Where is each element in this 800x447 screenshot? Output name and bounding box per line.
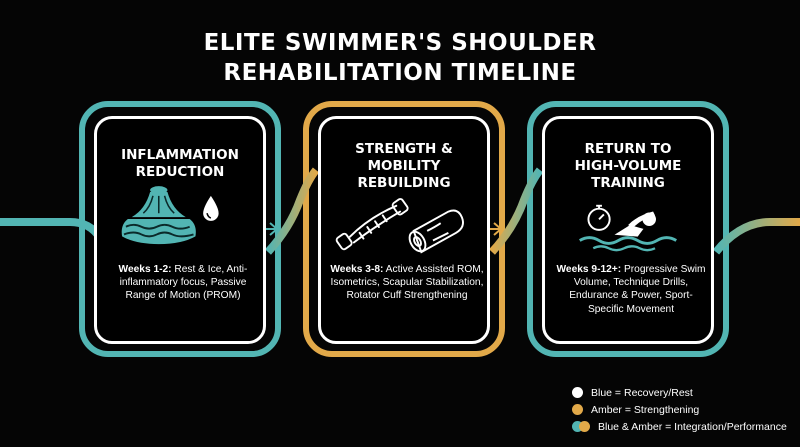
amber-dot-icon <box>579 421 590 432</box>
title-line: REHABILITATION TIMELINE <box>223 60 577 86</box>
phase-title-line: HIGH-VOLUME <box>574 158 682 174</box>
legend-item: Blue & Amber = Integration/Performance <box>572 418 787 435</box>
foam-roller-icon <box>408 209 464 254</box>
water-drop-icon <box>203 195 219 221</box>
phase-title: RETURN TO HIGH-VOLUME TRAINING <box>545 141 711 192</box>
legend-label: Blue & Amber = Integration/Performance <box>598 420 787 433</box>
swimmer-icon <box>614 211 656 237</box>
blue-dot-icon <box>572 421 583 432</box>
phase-description: Weeks 1-2: Rest & Ice, Anti-inflammatory… <box>105 263 261 303</box>
phase-weeks: Weeks 3-8: <box>330 264 384 275</box>
phase-title-line: TRAINING <box>591 175 665 191</box>
legend: Blue = Recovery/Rest Amber = Strengtheni… <box>572 384 787 435</box>
phase-title-line: REBUILDING <box>357 175 451 191</box>
phase-card-return: RETURN TO HIGH-VOLUME TRAINING Weeks 9-1… <box>542 116 714 344</box>
page-title: ELITE SWIMMER'S SHOULDER REHABILITATION … <box>0 28 800 88</box>
phase-title-line: REDUCTION <box>135 164 225 180</box>
legend-label: Amber = Strengthening <box>591 403 700 416</box>
phase-title: INFLAMMATION REDUCTION <box>97 147 263 181</box>
phase-title-line: MOBILITY <box>367 158 441 174</box>
title-line: ELITE SWIMMER'S SHOULDER <box>203 30 597 56</box>
phase-title-line: INFLAMMATION <box>121 147 239 163</box>
phase-weeks: Weeks 9-12+: <box>556 264 622 275</box>
amber-dot-icon <box>572 404 583 415</box>
stopwatch-icon <box>578 204 678 252</box>
legend-label: Blue = Recovery/Rest <box>591 386 693 399</box>
resistance-band-icon <box>335 198 464 254</box>
legend-item: Blue = Recovery/Rest <box>572 384 787 401</box>
phase-text: Rest & Ice, Anti-inflammatory focus, Pas… <box>119 264 248 302</box>
phase-title: STRENGTH & MOBILITY REBUILDING <box>321 141 487 192</box>
phase-text: Progressive Swim Volume, Technique Drill… <box>569 264 706 315</box>
phase-title-line: STRENGTH & <box>355 141 453 157</box>
phase-title-line: RETURN TO <box>584 141 672 157</box>
ribbon-2-3 <box>489 167 544 255</box>
white-dot-icon <box>572 387 583 398</box>
phase-text: Active Assisted ROM, Isometrics, Scapula… <box>330 264 484 302</box>
ribbon-1-2 <box>265 167 320 255</box>
legend-item: Amber = Strengthening <box>572 401 787 418</box>
phase-card-strength: STRENGTH & MOBILITY REBUILDING Weeks 3-8… <box>318 116 490 344</box>
ice-pack-icon <box>121 186 219 245</box>
ribbon-right <box>712 218 800 255</box>
phase-description: Weeks 3-8: Active Assisted ROM, Isometri… <box>329 263 485 303</box>
phase-card-inflammation: INFLAMMATION REDUCTION Weeks 1-2: Rest &… <box>94 116 266 344</box>
phase-weeks: Weeks 1-2: <box>118 264 172 275</box>
phase-frame-3 <box>527 101 729 357</box>
phase-description: Weeks 9-12+: Progressive Swim Volume, Te… <box>553 263 709 316</box>
